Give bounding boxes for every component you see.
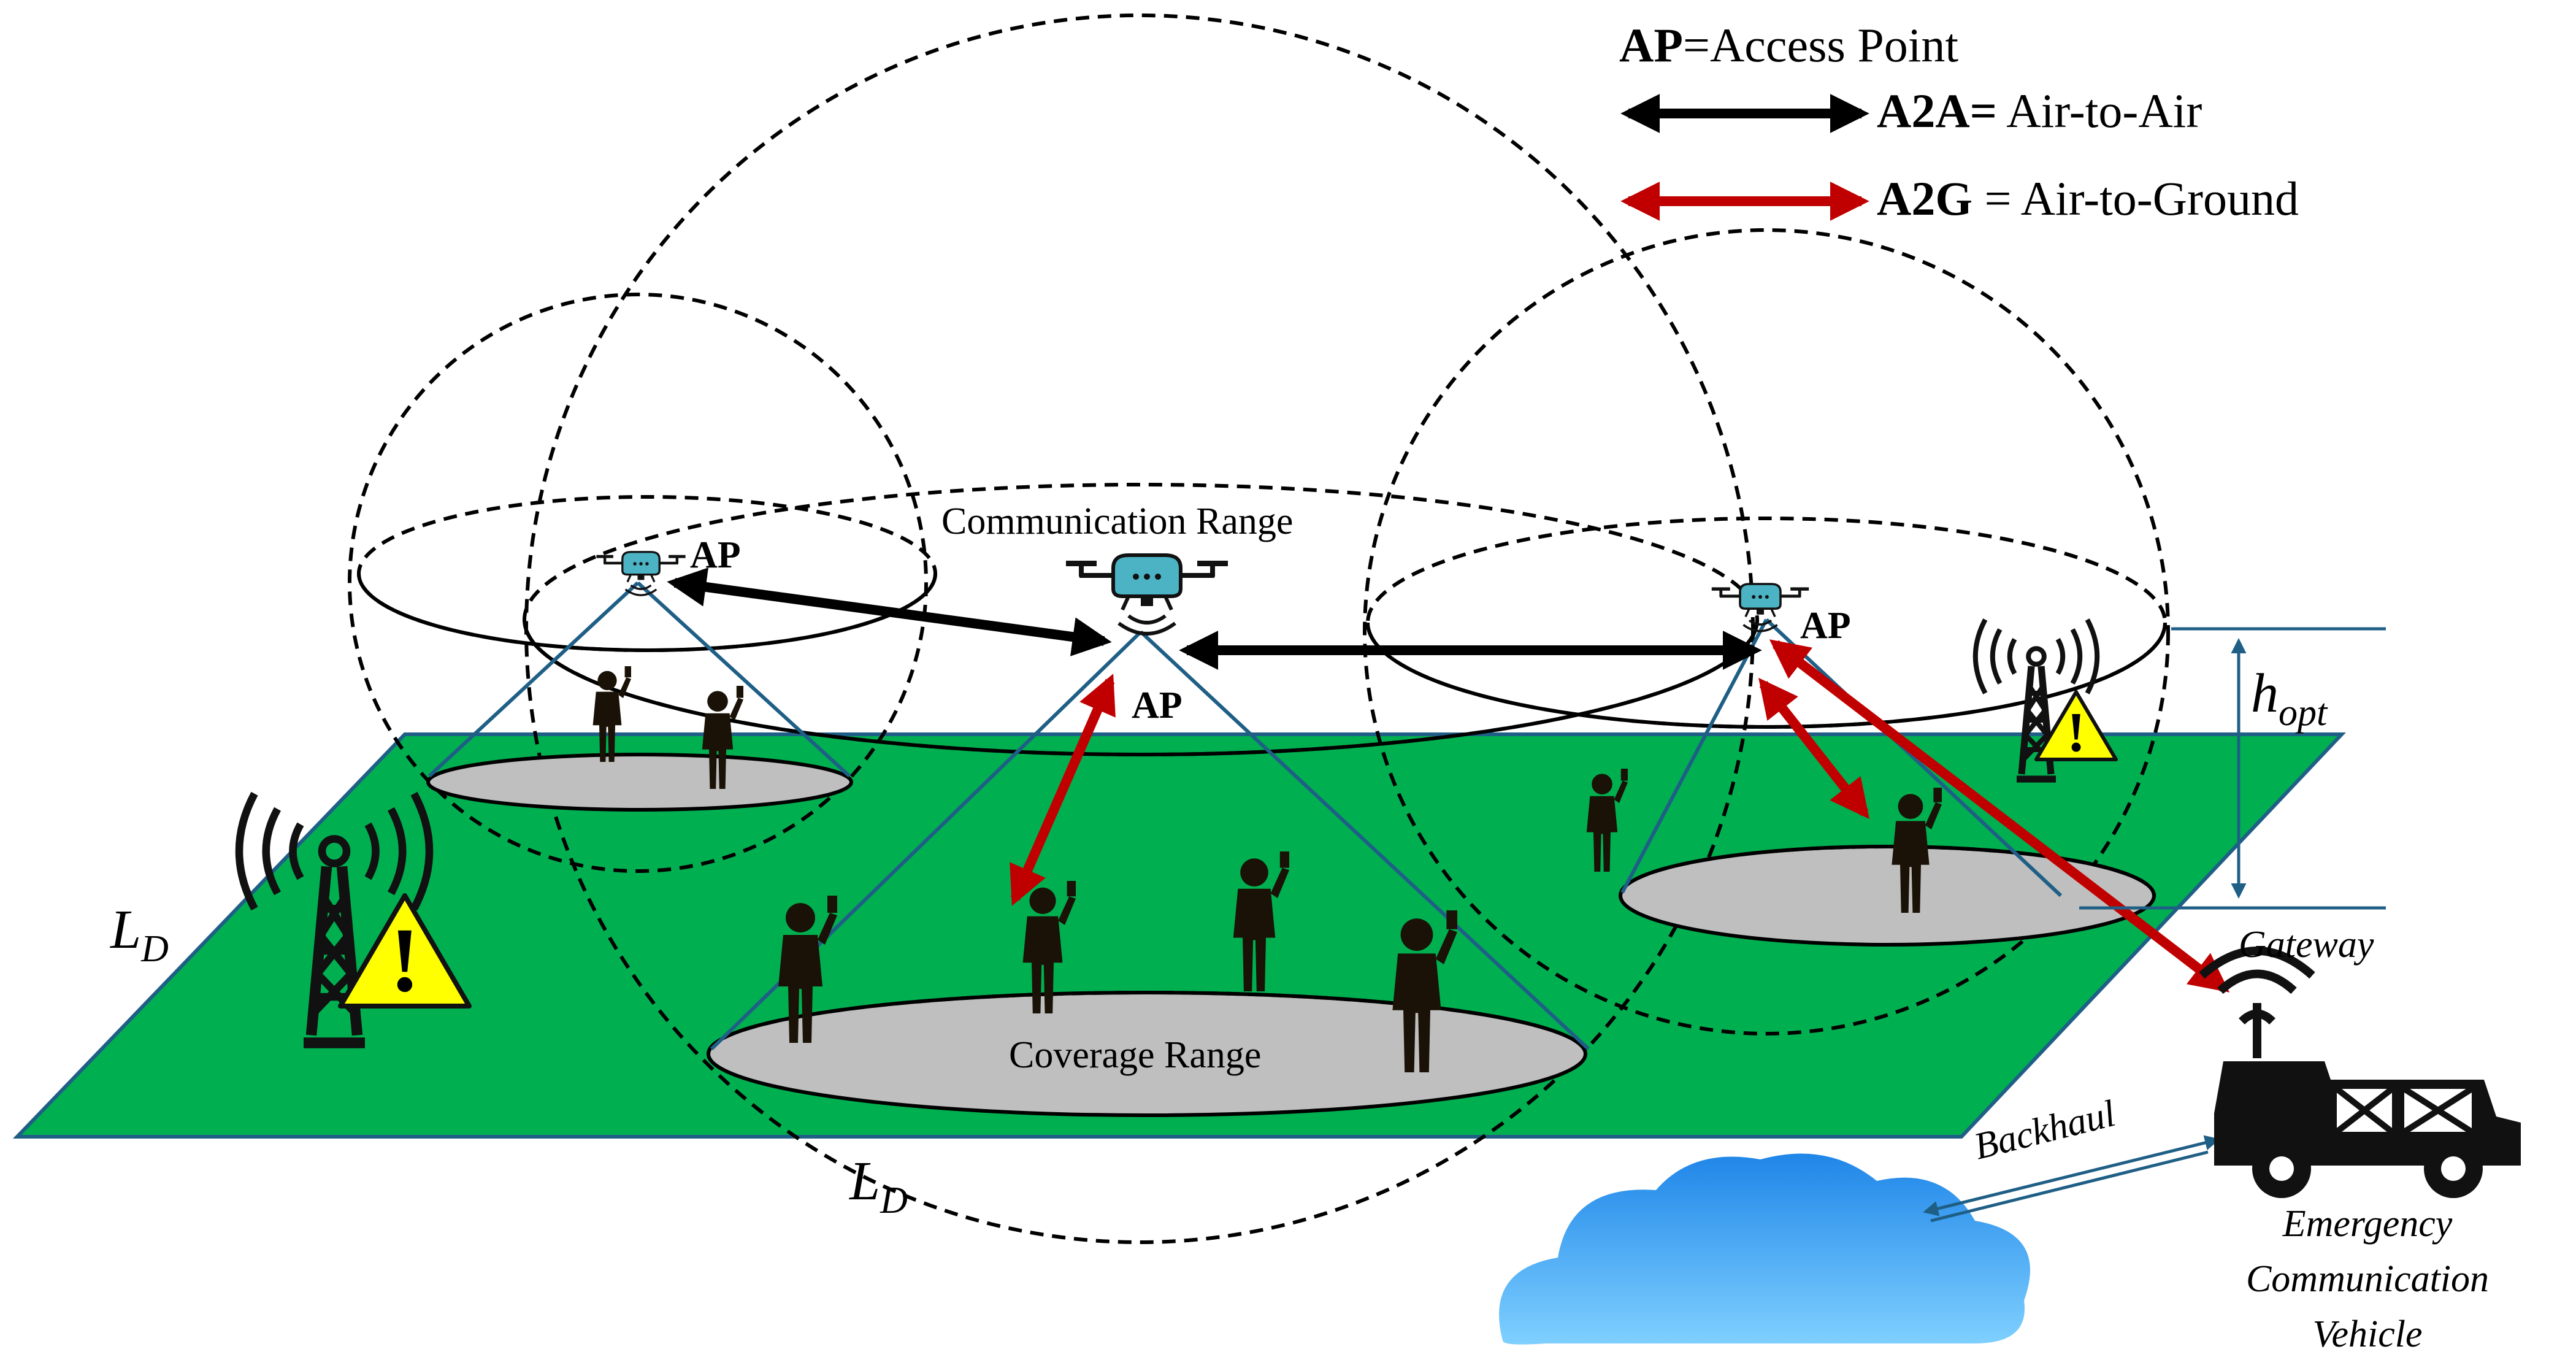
ld-bottom-label: L bbox=[848, 1151, 880, 1212]
vehicle-label-line2: Communication bbox=[2246, 1258, 2489, 1300]
svg-text:A2G = Air-to-Ground: A2G = Air-to-Ground bbox=[1877, 172, 2299, 225]
a2a-links bbox=[667, 567, 1762, 670]
ap-label-center: AP bbox=[1132, 685, 1183, 726]
drone-icon bbox=[1066, 555, 1228, 634]
ld-left-label: L bbox=[109, 899, 141, 960]
vehicle-label-line1: Emergency bbox=[2282, 1203, 2453, 1245]
communication-range-label: Communication Range bbox=[941, 501, 1293, 542]
svg-text:hopt: hopt bbox=[2251, 663, 2328, 734]
warning-symbol: ! bbox=[2067, 701, 2086, 763]
height-dimension bbox=[2079, 627, 2386, 910]
gateway-label: Gateway bbox=[2239, 924, 2374, 966]
ld-bottom-sub: D bbox=[880, 1180, 908, 1221]
cloud-icon bbox=[1499, 1153, 2030, 1345]
svg-text:A2A= Air-to-Air: A2A= Air-to-Air bbox=[1877, 84, 2202, 137]
coverage-area-left bbox=[426, 753, 853, 812]
warning-icon: ! bbox=[338, 893, 472, 1011]
legend-ap-abbr: AP bbox=[1619, 18, 1683, 72]
legend-a2a-text: Air-to-Air bbox=[1997, 84, 2202, 137]
legend-a2g-text: = Air-to-Ground bbox=[1972, 172, 2299, 225]
warning-symbol: ! bbox=[389, 909, 420, 1011]
coverage-range-label: Coverage Range bbox=[1009, 1034, 1261, 1076]
h-opt-label: h bbox=[2251, 663, 2279, 724]
backhaul-link bbox=[1923, 1135, 2220, 1223]
ap-label-left: AP bbox=[690, 534, 741, 576]
range-ellipse-left-front bbox=[357, 573, 937, 652]
ap-label-right: AP bbox=[1800, 605, 1851, 647]
svg-text:LD: LD bbox=[109, 899, 169, 970]
ld-left-sub: D bbox=[140, 928, 169, 970]
legend-a2g-abbr: A2G bbox=[1877, 172, 1972, 225]
svg-text:AP=Access Point: AP=Access Point bbox=[1619, 18, 1958, 72]
h-opt-sub: opt bbox=[2279, 692, 2328, 734]
legend-a2a-abbr: A2A= bbox=[1877, 84, 1997, 137]
legend-ap-text: =Access Point bbox=[1683, 18, 1958, 72]
svg-text:LD: LD bbox=[848, 1151, 908, 1221]
vehicle-icon bbox=[2199, 947, 2521, 1198]
legend: AP=Access Point A2A= Air-to-Air A2G = Ai… bbox=[1619, 18, 2299, 225]
drone-icon bbox=[1712, 584, 1809, 631]
vehicle-label-line3: Vehicle bbox=[2312, 1313, 2422, 1355]
drone-icon bbox=[596, 552, 685, 595]
a2g-links bbox=[1010, 639, 2230, 993]
